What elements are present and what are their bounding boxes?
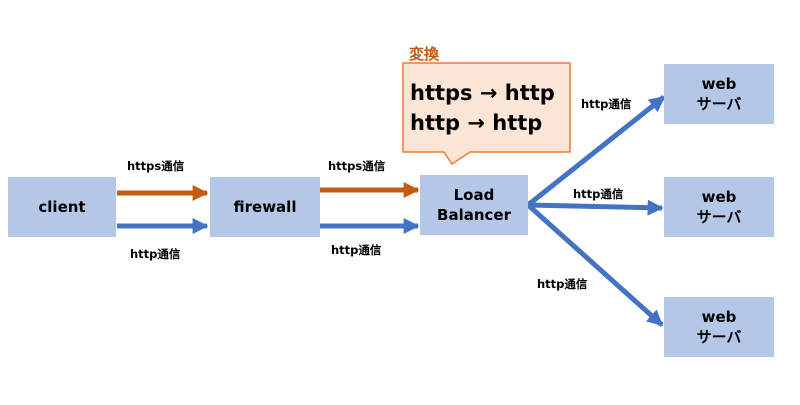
label-firewall-lb-https: https通信: [328, 159, 386, 173]
callout-line-1: https → http: [410, 81, 555, 105]
label-firewall-lb-http: http通信: [331, 243, 382, 257]
callout-title: 変換: [409, 45, 440, 63]
web-server-3-label-line1: web: [701, 308, 737, 326]
web-server-3-label-line2: サーバ: [696, 328, 742, 346]
label-lb-web3: http通信: [537, 277, 588, 291]
firewall-label: firewall: [233, 198, 297, 216]
load-balancer-label-line2: Balancer: [437, 206, 511, 224]
label-client-firewall-http: http通信: [130, 247, 181, 261]
firewall-node: firewall: [210, 177, 320, 237]
web-server-1-label-line1: web: [701, 75, 737, 93]
web-server-1-label-line2: サーバ: [696, 95, 742, 113]
label-client-firewall-https: https通信: [127, 159, 185, 173]
web-server-2-label-line2: サーバ: [696, 208, 742, 226]
arrow-lb-web1: [526, 95, 666, 207]
web-server-2-label-line1: web: [701, 188, 737, 206]
client-node: client: [8, 177, 116, 237]
arrow-lb-web3: [526, 203, 664, 327]
callout-line-2: http → http: [410, 111, 543, 135]
load-balancer-label-line1: Load: [453, 186, 495, 204]
client-label: client: [38, 198, 86, 216]
web-server-1-node: web サーバ: [664, 64, 774, 124]
arrow-lb-web2: [527, 199, 664, 216]
callout-text: https → http http → http: [410, 78, 555, 138]
load-balancer-node: Load Balancer: [420, 175, 528, 235]
web-server-2-node: web サーバ: [664, 177, 774, 237]
label-lb-web2: http通信: [573, 187, 624, 201]
callout-balloon: [402, 62, 571, 166]
label-lb-web1: http通信: [581, 97, 632, 111]
web-server-3-node: web サーバ: [664, 297, 774, 357]
